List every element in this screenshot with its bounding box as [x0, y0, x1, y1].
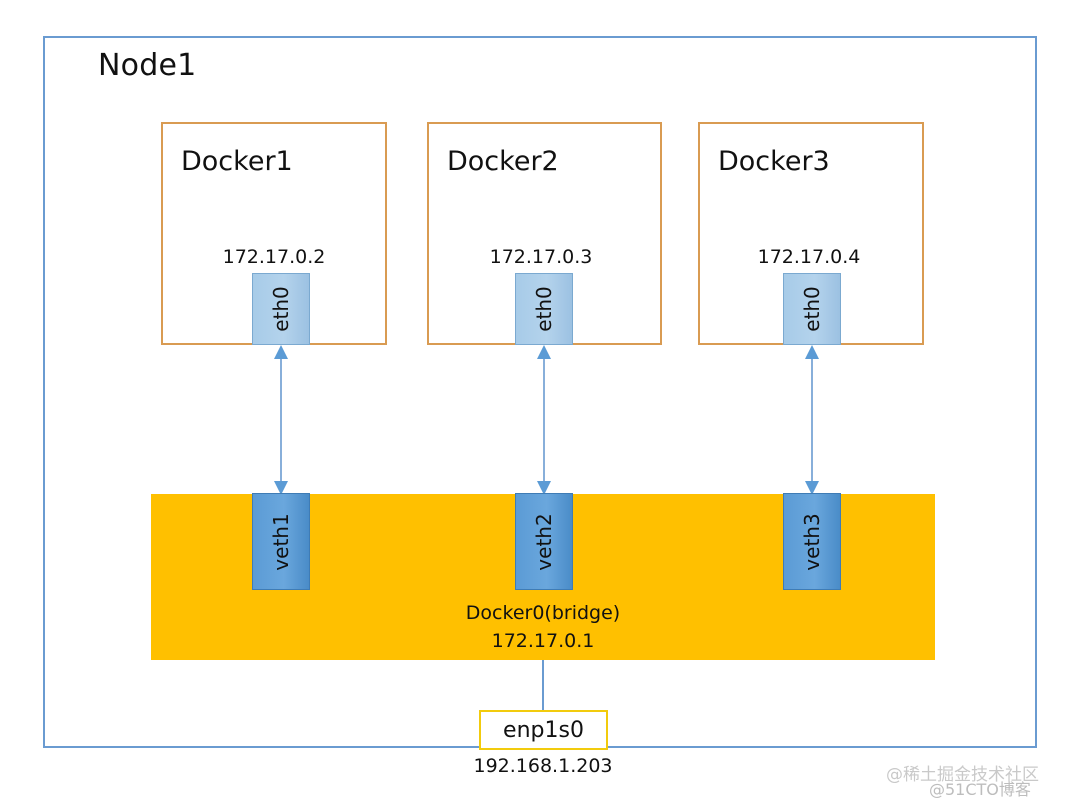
docker0-bridge-ip: 172.17.0.1: [491, 629, 595, 652]
docker0-bridge-name: Docker0(bridge): [465, 602, 621, 624]
bridge-uplink-line: [542, 660, 544, 712]
veth-interface-2-label: veth2: [532, 512, 556, 571]
veth-interface-2: veth2: [515, 493, 573, 590]
eth0-interface-3: eth0: [783, 273, 841, 345]
veth-interface-1-label: veth1: [269, 512, 293, 571]
veth-interface-1: veth1: [252, 493, 310, 590]
eth0-interface-1: eth0: [252, 273, 310, 345]
node-title: Node1: [98, 48, 197, 83]
physical-nic-box: enp1s0: [479, 710, 608, 750]
veth-interface-3: veth3: [783, 493, 841, 590]
docker-container-2-ip: 172.17.0.3: [489, 246, 593, 268]
watermark-secondary: @51CTO博客: [929, 780, 1031, 799]
eth0-interface-1-label: eth0: [269, 286, 293, 332]
veth-interface-3-label: veth3: [800, 512, 824, 571]
physical-nic-label: enp1s0: [503, 717, 584, 743]
docker0-bridge-caption: Docker0(bridge) 172.17.0.1: [466, 600, 620, 655]
eth0-interface-3-label: eth0: [800, 286, 824, 332]
docker-container-1-title: Docker1: [181, 146, 293, 177]
docker-container-3-ip: 172.17.0.4: [757, 246, 861, 268]
eth0-interface-2: eth0: [515, 273, 573, 345]
docker-container-3-title: Docker3: [718, 146, 830, 177]
docker-container-2-title: Docker2: [447, 146, 559, 177]
veth-pair-link-3: [799, 345, 825, 495]
veth-pair-link-2: [531, 345, 557, 495]
docker-container-1-ip: 172.17.0.2: [222, 246, 326, 268]
veth-pair-link-1: [268, 345, 294, 495]
physical-nic-ip: 192.168.1.203: [473, 755, 613, 777]
eth0-interface-2-label: eth0: [532, 286, 556, 332]
watermark-primary: @稀土掘金技术社区: [886, 765, 1039, 785]
